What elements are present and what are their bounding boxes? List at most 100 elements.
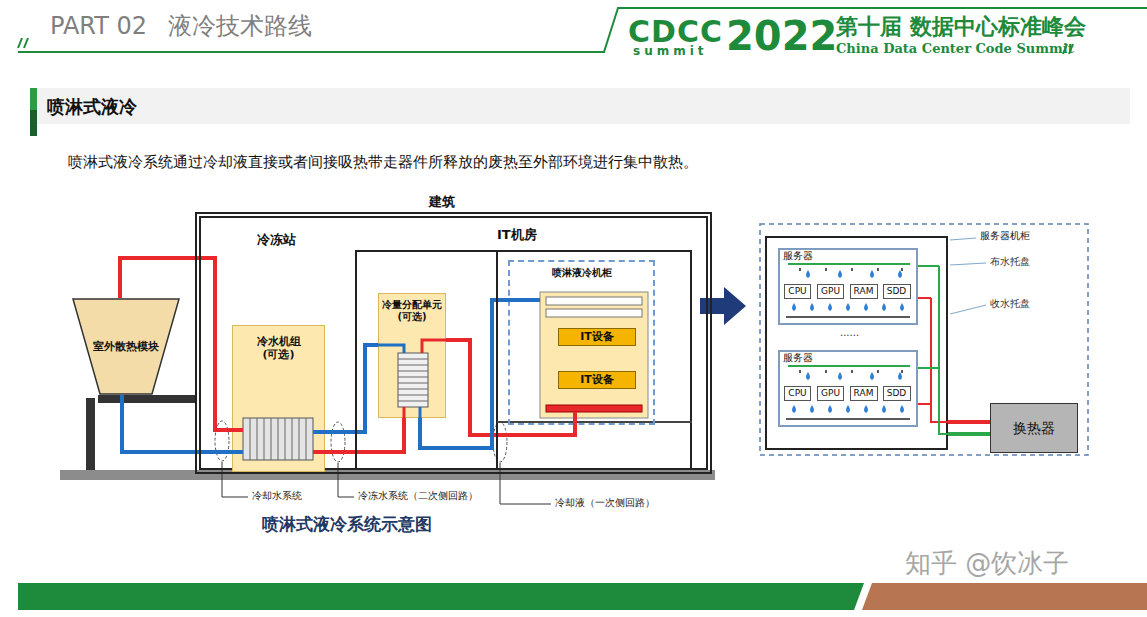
text-block: 服务器 bbox=[783, 250, 813, 262]
spray-tray bbox=[838, 372, 842, 380]
leader-line bbox=[950, 263, 986, 265]
spray-cabinet: 喷淋液冷机柜 IT设备 IT设备 bbox=[508, 260, 655, 425]
component-box: CPU bbox=[784, 386, 811, 401]
pipe-stub bbox=[232, 450, 243, 454]
collect-tray bbox=[882, 303, 886, 311]
pipe-label: 冷冻水系统（二次侧回路） bbox=[358, 490, 478, 502]
collect-tray bbox=[786, 303, 910, 317]
text-block: 喷淋液冷机柜 bbox=[552, 267, 612, 279]
node-text: SDD bbox=[887, 388, 907, 399]
pipe-stub bbox=[419, 407, 422, 418]
pipe-stub bbox=[313, 430, 325, 434]
it-equipment: IT设备 bbox=[558, 328, 636, 346]
node-text: CPU bbox=[788, 286, 806, 297]
heading-panel bbox=[30, 110, 37, 136]
spray-tray bbox=[898, 372, 902, 380]
text-block: 建筑 bbox=[429, 194, 455, 210]
heat-exchanger bbox=[398, 401, 428, 402]
heat-exchanger bbox=[292, 418, 293, 460]
rack-body bbox=[546, 309, 642, 317]
spray-tray bbox=[788, 263, 910, 265]
spray-tray bbox=[898, 270, 902, 278]
tower-stand bbox=[98, 395, 196, 403]
heat-exchanger bbox=[398, 353, 428, 407]
component-box: SDD bbox=[883, 386, 911, 401]
spray-tray bbox=[806, 270, 810, 278]
collect-tray bbox=[828, 405, 832, 413]
detail-frame bbox=[760, 224, 1088, 455]
part-title: 液冷技术路线 bbox=[168, 12, 312, 41]
rack-pipe bbox=[918, 266, 950, 434]
it-room-box: IT机房冷量分配单元(可选)喷淋液冷机柜IT设备IT设备 bbox=[355, 250, 692, 470]
node-text: 冷量分配单元 bbox=[382, 299, 442, 311]
pipe-stub bbox=[232, 430, 325, 452]
pipe-stub bbox=[422, 340, 446, 353]
node-text: IT机房 bbox=[497, 227, 537, 243]
heat-exchanger bbox=[243, 418, 313, 460]
component-box: CPU bbox=[784, 284, 811, 299]
node-text: (可选) bbox=[382, 311, 442, 323]
watermark: 知乎 @饮冰子 bbox=[905, 548, 1069, 579]
heat-exchanger bbox=[398, 365, 428, 366]
text-block: RAM bbox=[854, 286, 874, 297]
node-text: CPU bbox=[788, 388, 806, 399]
tower-shape bbox=[73, 299, 179, 394]
rack-body bbox=[546, 297, 642, 305]
node-text: RAM bbox=[854, 286, 874, 297]
spray-tray bbox=[851, 268, 853, 271]
rack-body bbox=[540, 292, 648, 418]
spray-tray bbox=[788, 366, 910, 380]
spray-tray bbox=[877, 268, 879, 271]
node-text: SDD bbox=[887, 286, 907, 297]
heat-exchanger bbox=[243, 418, 313, 460]
text-block: 服务器 bbox=[783, 352, 813, 364]
pipe-label: 冷却液（一次侧回路） bbox=[555, 497, 655, 509]
heat-exchanger bbox=[250, 418, 251, 460]
collect-tray bbox=[810, 303, 814, 311]
text-block: 冷冻站 bbox=[257, 232, 296, 248]
slash-mark bbox=[18, 38, 22, 48]
spray-tray bbox=[870, 270, 874, 278]
heat-exchanger bbox=[398, 353, 428, 407]
heat-exchanger bbox=[285, 418, 286, 460]
pipe-connector bbox=[325, 345, 378, 432]
text-block: 室外散热模块 bbox=[93, 340, 159, 353]
event-name-en: China Data Center Code Summit bbox=[836, 41, 1074, 57]
node-text: 服务器 bbox=[783, 250, 813, 262]
collect-tray bbox=[792, 303, 796, 311]
logo-mark: summit bbox=[633, 44, 708, 58]
rack-pipe bbox=[918, 266, 950, 434]
node-text: 室外散热模块 bbox=[93, 340, 159, 353]
spray-tray bbox=[825, 268, 827, 271]
component-box: RAM bbox=[850, 386, 878, 401]
section-heading: 喷淋式液冷 bbox=[47, 96, 137, 118]
footer-bar bbox=[18, 583, 864, 610]
heading-panel bbox=[30, 88, 1130, 124]
text-block: IT设备 bbox=[580, 373, 614, 386]
rack-pipe bbox=[918, 298, 950, 422]
detail-frame bbox=[760, 224, 1088, 455]
node-text: (可选) bbox=[257, 348, 301, 361]
pipe-stub bbox=[378, 345, 404, 353]
node-text: 喷淋液冷机柜 bbox=[552, 267, 612, 279]
figure-caption: 喷淋式液冷系统示意图 bbox=[262, 514, 432, 534]
pipe-label: 冷却水系统 bbox=[252, 490, 302, 502]
footer-bar bbox=[18, 583, 1147, 610]
collect-tray bbox=[786, 316, 910, 318]
tower-stand bbox=[86, 395, 196, 470]
collect-tray bbox=[828, 303, 832, 311]
spray-tray bbox=[806, 372, 810, 380]
pipe-marker bbox=[215, 421, 229, 461]
collect-tray bbox=[786, 405, 910, 419]
node-text: GPU bbox=[821, 286, 840, 297]
text-block: 换热器 bbox=[1013, 420, 1055, 437]
leader-line bbox=[950, 238, 986, 314]
callout-label: 收水托盘 bbox=[990, 298, 1030, 310]
logo-year: 2022 bbox=[726, 12, 837, 60]
spray-tray bbox=[799, 370, 801, 373]
spray-tray bbox=[799, 268, 801, 271]
text-block: SDD bbox=[887, 286, 907, 297]
pipe-stub bbox=[378, 340, 446, 418]
heat-exchanger bbox=[299, 418, 300, 460]
room-wall bbox=[497, 250, 692, 470]
